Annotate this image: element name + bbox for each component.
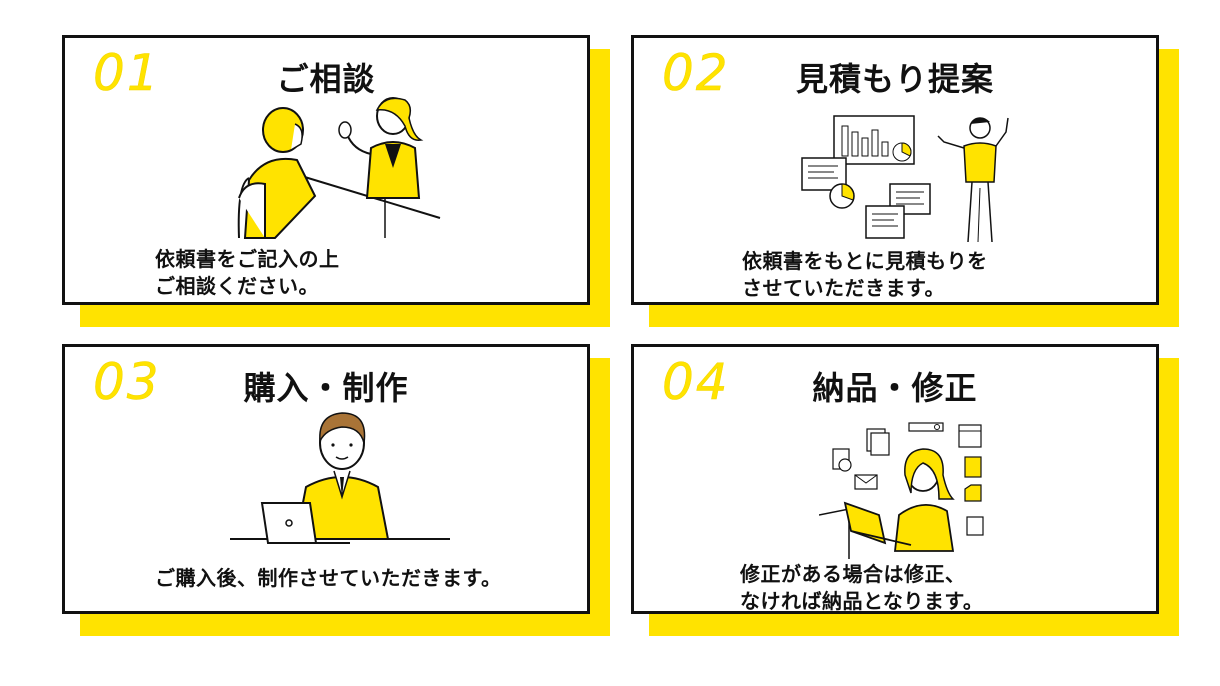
step-card-4: 04 納品・修正 [631,344,1179,636]
estimate-presentation-illustration [794,108,1024,248]
step-card-1: 01 ご相談 依頼書をご記入の [62,35,610,327]
step-description: 依頼書をもとに見積もりを させていただきます。 [742,249,988,300]
card-body: 02 見積もり提案 [631,35,1159,305]
step-title: 納品・修正 [812,369,978,407]
step-number: 03 [93,353,161,412]
consultation-illustration [235,88,445,248]
step-card-2: 02 見積もり提案 [631,35,1179,327]
step-description: 依頼書をご記入の上 ご相談ください。 [155,247,340,298]
step-number: 02 [662,44,730,103]
delivery-illustration [819,419,989,559]
card-body: 03 購入・制作 ご購入後、制作させていただきま [62,344,590,614]
step-title: ご相談 [276,60,376,98]
step-description: ご購入後、制作させていただきます。 [155,566,502,590]
step-card-3: 03 購入・制作 ご購入後、制作させていただきま [62,344,610,636]
step-number: 04 [662,353,730,412]
laptop-work-illustration [230,407,450,557]
step-title: 購入・制作 [243,369,409,407]
step-number: 01 [93,44,161,103]
step-title: 見積もり提案 [795,60,994,98]
card-body: 04 納品・修正 [631,344,1159,614]
card-body: 01 ご相談 依頼書をご記入の [62,35,590,305]
step-description: 修正がある場合は修正、 なければ納品となります。 [740,562,984,613]
